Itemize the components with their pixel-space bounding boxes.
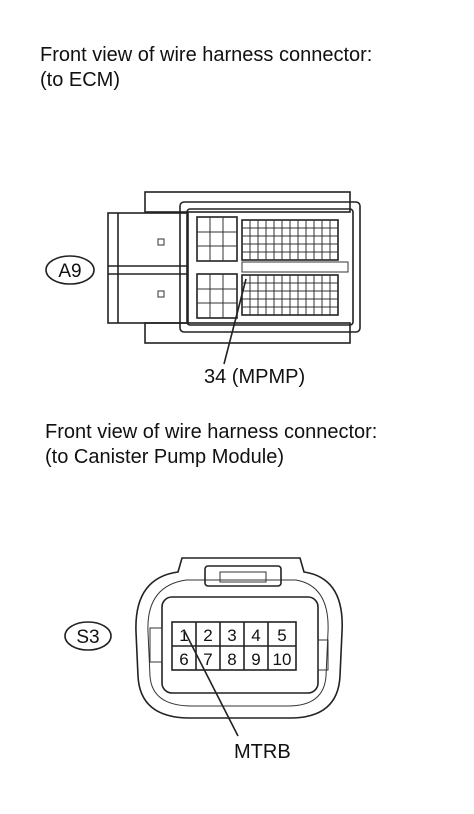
pin-number: 2 (203, 626, 212, 645)
pin-grid (241, 219, 339, 261)
pin-number: 1 (179, 626, 188, 645)
pin-number: 9 (251, 650, 260, 669)
connector-latch (204, 565, 282, 587)
pin-number: 5 (277, 626, 286, 645)
caption-line-2: (to Canister Pump Module) (45, 446, 284, 468)
connector-housing (161, 596, 319, 694)
pin-number: 10 (273, 650, 292, 669)
pin-grid (241, 274, 339, 316)
connector-label-oval (64, 621, 112, 651)
pin-number: 3 (227, 626, 236, 645)
connector-housing (179, 201, 361, 333)
connector-label-s3: S3 (76, 627, 99, 648)
connector-label-oval (45, 255, 95, 285)
ecm-connector: A9 34 (MPMP) (45, 191, 361, 388)
pin-block (196, 273, 238, 319)
pin-34-callout: 34 (MPMP) (204, 366, 305, 388)
pin-number: 4 (251, 626, 260, 645)
mtrb-callout: MTRB (234, 741, 291, 763)
caption-line-2: (to ECM) (40, 69, 120, 91)
connector-label-a9: A9 (58, 261, 81, 282)
connector-latch (107, 212, 189, 324)
pin-block (196, 216, 238, 262)
pin-number: 6 (179, 650, 188, 669)
pin-34-leader-line (223, 278, 247, 365)
pin-number: 8 (227, 650, 236, 669)
mtrb-leader-line (183, 629, 239, 737)
caption-line-1: Front view of wire harness connector: (45, 421, 378, 443)
connector-shell (135, 557, 343, 719)
pump-connector-caption: Front view of wire harness connector: (t… (45, 420, 377, 470)
ecm-connector-caption: Front view of wire harness connector: (t… (40, 43, 372, 93)
pump-connector: 1 2 3 4 5 6 7 8 9 10 S3 MTRB (64, 557, 343, 763)
caption-line-1: Front view of wire harness connector: (40, 44, 373, 66)
pin-number: 7 (203, 650, 212, 669)
